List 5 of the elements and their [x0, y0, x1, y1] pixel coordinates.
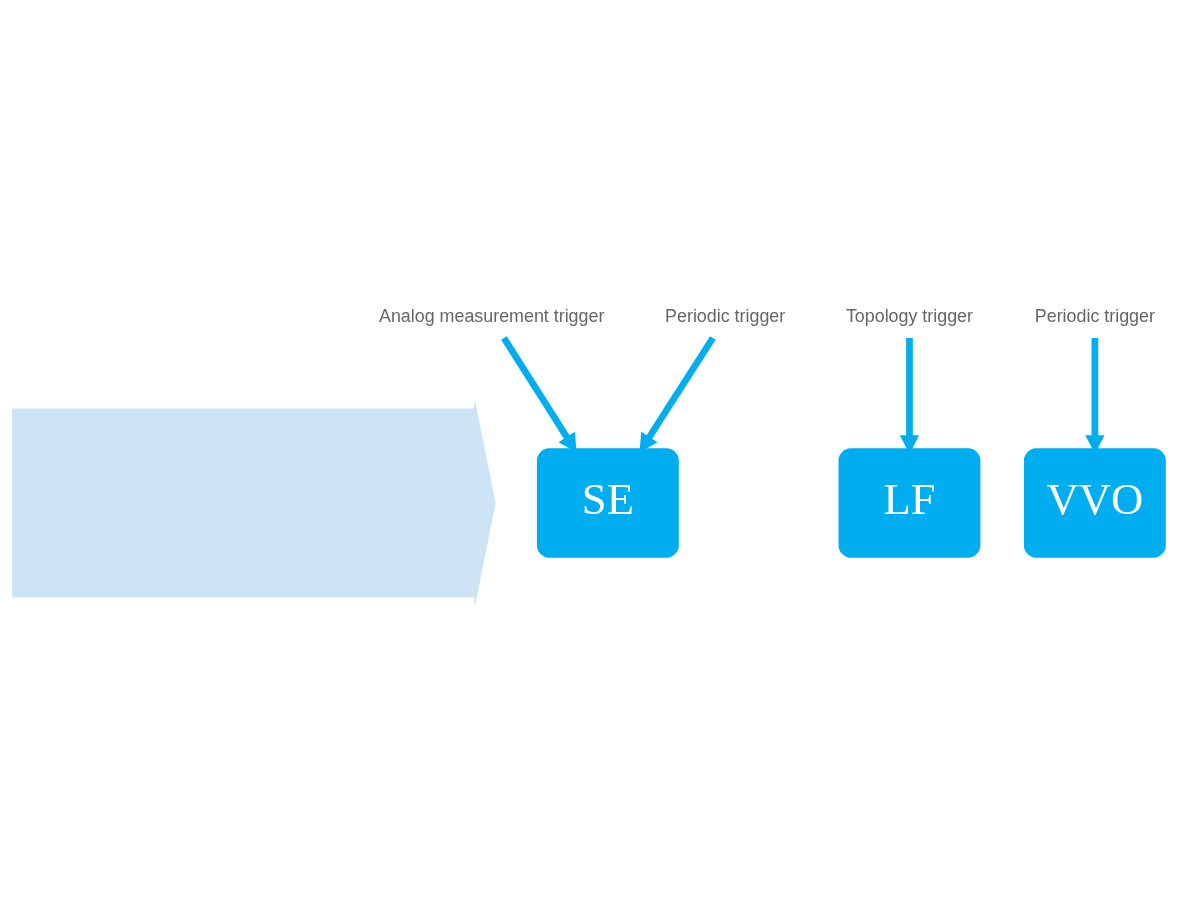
node-text: Topology trigger — [845, 305, 974, 326]
node-text: Periodic trigger — [1034, 305, 1155, 326]
node-arrow — [11, 401, 496, 604]
node-text: Analog measurement trigger — [379, 305, 605, 326]
node-text: Periodic trigger — [665, 305, 786, 326]
